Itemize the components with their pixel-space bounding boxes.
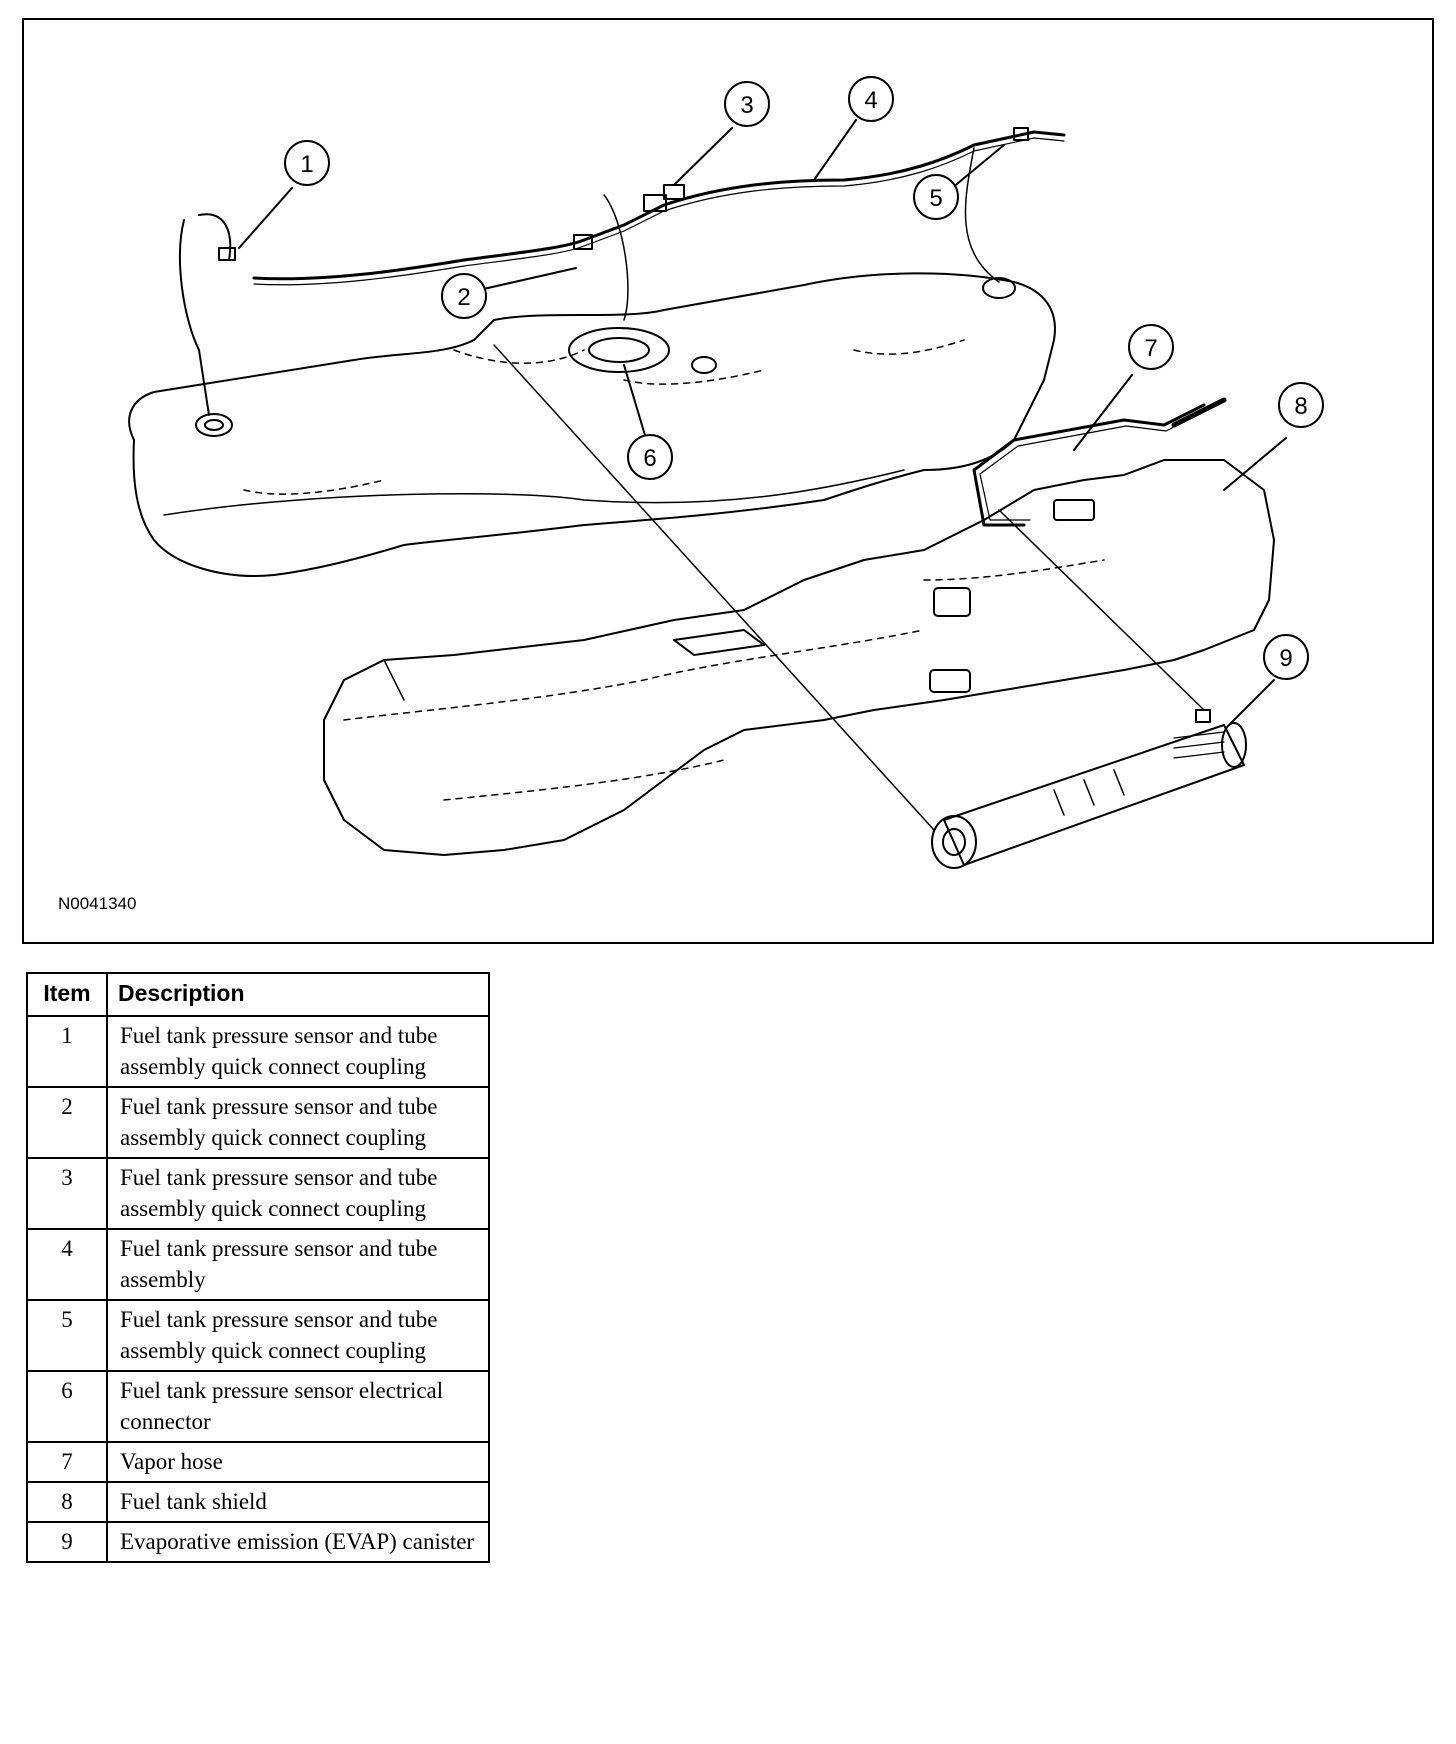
callout-5: 5: [913, 174, 959, 220]
item-number: 4: [26, 1228, 108, 1301]
callout-8: 8: [1278, 382, 1324, 428]
legend-table: Item Description 1 Fuel tank pressure se…: [26, 972, 490, 1563]
item-description: Evaporative emission (EVAP) canister: [106, 1521, 490, 1563]
callout-6: 6: [627, 434, 673, 480]
fuel-system-illustration: 1 2 3 4 5 6 7: [128, 76, 1324, 869]
svg-text:2: 2: [457, 284, 470, 311]
item-description: Fuel tank pressure sensor and tube assem…: [106, 1228, 490, 1301]
svg-text:5: 5: [929, 185, 942, 212]
table-row: 4 Fuel tank pressure sensor and tube ass…: [26, 1228, 490, 1301]
svg-text:1: 1: [300, 151, 313, 178]
svg-text:9: 9: [1279, 645, 1292, 672]
item-number: 5: [26, 1299, 108, 1372]
item-number: 1: [26, 1015, 108, 1088]
figure-frame: 1 2 3 4 5 6 7: [22, 18, 1434, 944]
table-row: 2 Fuel tank pressure sensor and tube ass…: [26, 1086, 490, 1159]
table-row: 7 Vapor hose: [26, 1441, 490, 1483]
callout-9: 9: [1263, 634, 1309, 680]
callout-7: 7: [1128, 324, 1174, 370]
table-row: 1 Fuel tank pressure sensor and tube ass…: [26, 1015, 490, 1088]
table-header-row: Item Description: [26, 972, 490, 1017]
svg-text:4: 4: [864, 87, 877, 114]
callout-2: 2: [441, 273, 487, 319]
evap-canister: [931, 709, 1247, 869]
svg-text:3: 3: [740, 92, 753, 119]
item-description: Fuel tank pressure sensor electrical con…: [106, 1370, 490, 1443]
item-description: Fuel tank pressure sensor and tube assem…: [106, 1015, 490, 1088]
item-description: Fuel tank shield: [106, 1481, 490, 1523]
table-row: 5 Fuel tank pressure sensor and tube ass…: [26, 1299, 490, 1372]
fuel-pump-module: [568, 327, 670, 373]
item-description: Fuel tank pressure sensor and tube assem…: [106, 1086, 490, 1159]
table-row: 6 Fuel tank pressure sensor electrical c…: [26, 1370, 490, 1443]
item-number: 9: [26, 1521, 108, 1563]
vapor-hose: [972, 403, 1206, 527]
table-row: 8 Fuel tank shield: [26, 1481, 490, 1523]
callout-3: 3: [724, 81, 770, 127]
pressure-sensor-tube: [252, 130, 1066, 281]
fuel-tank: [128, 272, 1056, 577]
item-description: Fuel tank pressure sensor and tube assem…: [106, 1299, 490, 1372]
column-header-description: Description: [106, 972, 490, 1017]
item-description: Vapor hose: [106, 1441, 490, 1483]
svg-text:7: 7: [1144, 335, 1157, 362]
table-row: 9 Evaporative emission (EVAP) canister: [26, 1521, 490, 1563]
item-number: 2: [26, 1086, 108, 1159]
item-number: 6: [26, 1370, 108, 1443]
table-row: 3 Fuel tank pressure sensor and tube ass…: [26, 1157, 490, 1230]
item-description: Fuel tank pressure sensor and tube assem…: [106, 1157, 490, 1230]
svg-text:6: 6: [643, 445, 656, 472]
figure-id: N0041340: [58, 894, 137, 913]
item-number: 8: [26, 1481, 108, 1523]
column-header-item: Item: [26, 972, 108, 1017]
callout-4: 4: [848, 76, 894, 122]
item-number: 7: [26, 1441, 108, 1483]
fuel-tank-shield: [323, 459, 1275, 856]
item-number: 3: [26, 1157, 108, 1230]
callout-1: 1: [284, 140, 330, 186]
filler-neck: [195, 413, 233, 437]
svg-text:8: 8: [1294, 393, 1307, 420]
